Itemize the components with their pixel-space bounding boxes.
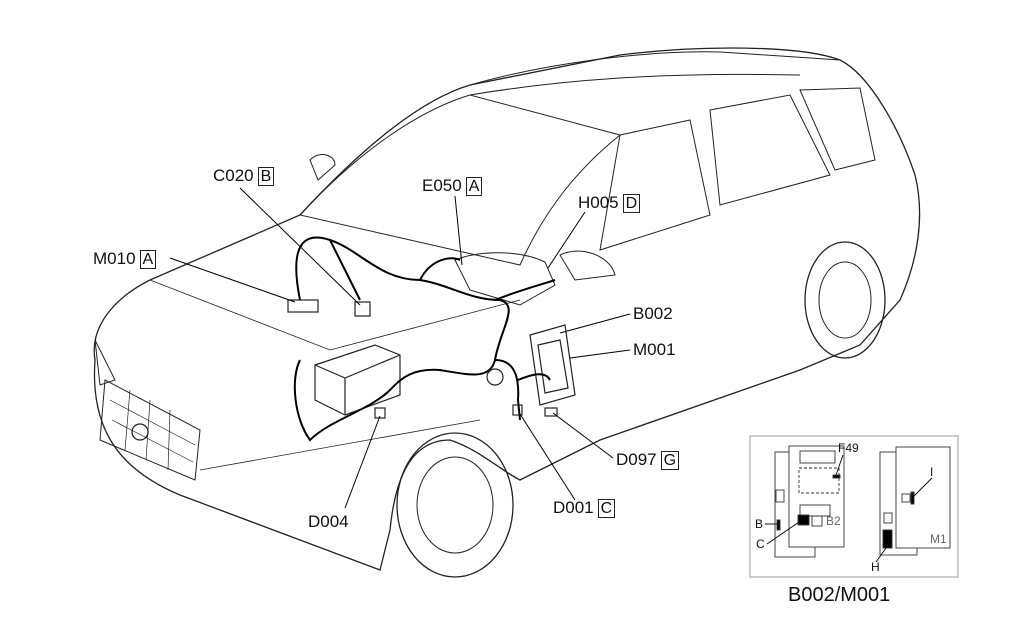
inset-title: B002/M001 — [788, 584, 891, 606]
grille — [99, 379, 201, 481]
inset-label-b2: B2 — [826, 514, 841, 528]
connector-m010 — [287, 299, 319, 313]
callout-code: E050 — [422, 176, 462, 195]
inset-label-i: I — [930, 465, 934, 479]
callout-letter: A — [465, 176, 483, 196]
callout-letter: A — [139, 249, 157, 269]
callout-letter: D — [622, 193, 641, 213]
callout-code: D004 — [308, 512, 349, 531]
callout-code: H005 — [578, 193, 619, 212]
callout-letter: G — [660, 450, 680, 470]
roof — [469, 51, 841, 96]
inset-label-m1: M1 — [930, 532, 947, 546]
car-body-outline — [93, 47, 921, 571]
callout-code: M001 — [633, 340, 676, 359]
connector-d004 — [374, 407, 386, 419]
rear-wheel — [804, 241, 886, 359]
callout-code: B002 — [633, 304, 673, 323]
inset-label-f49: F49 — [838, 441, 859, 455]
connector-d001 — [512, 404, 523, 416]
inset-label-h: H — [871, 560, 880, 574]
callout-code: M010 — [93, 249, 136, 268]
battery — [314, 344, 401, 416]
inset-frame — [749, 435, 959, 578]
wiring-harness — [293, 236, 556, 442]
connector-d097 — [544, 407, 558, 417]
connector-c020 — [354, 301, 371, 317]
grommet — [486, 368, 504, 386]
callout-b002: B002 — [633, 304, 673, 324]
instrument-cluster — [454, 252, 556, 306]
inset-label-b: B — [755, 517, 764, 531]
callout-code: D097 — [616, 450, 657, 469]
callout-letter: C — [597, 498, 616, 518]
leader-lines — [169, 187, 631, 509]
front-wheel — [396, 432, 514, 578]
callout-code: C020 — [213, 166, 254, 185]
inset-label-c: C — [756, 537, 765, 551]
callout-d004: D004 — [308, 512, 349, 532]
inset-module-m1 — [879, 446, 951, 556]
control-unit-module — [529, 324, 576, 406]
hood-lines — [149, 279, 521, 471]
headlight — [94, 339, 116, 386]
logo-emblem — [131, 423, 149, 441]
callout-code: D001 — [553, 498, 594, 517]
mirror — [309, 154, 616, 281]
side-windows — [599, 87, 876, 251]
callout-m001: M001 — [633, 340, 676, 360]
inset-fusebox-b2 — [774, 445, 845, 558]
callout-letter: B — [257, 166, 275, 186]
